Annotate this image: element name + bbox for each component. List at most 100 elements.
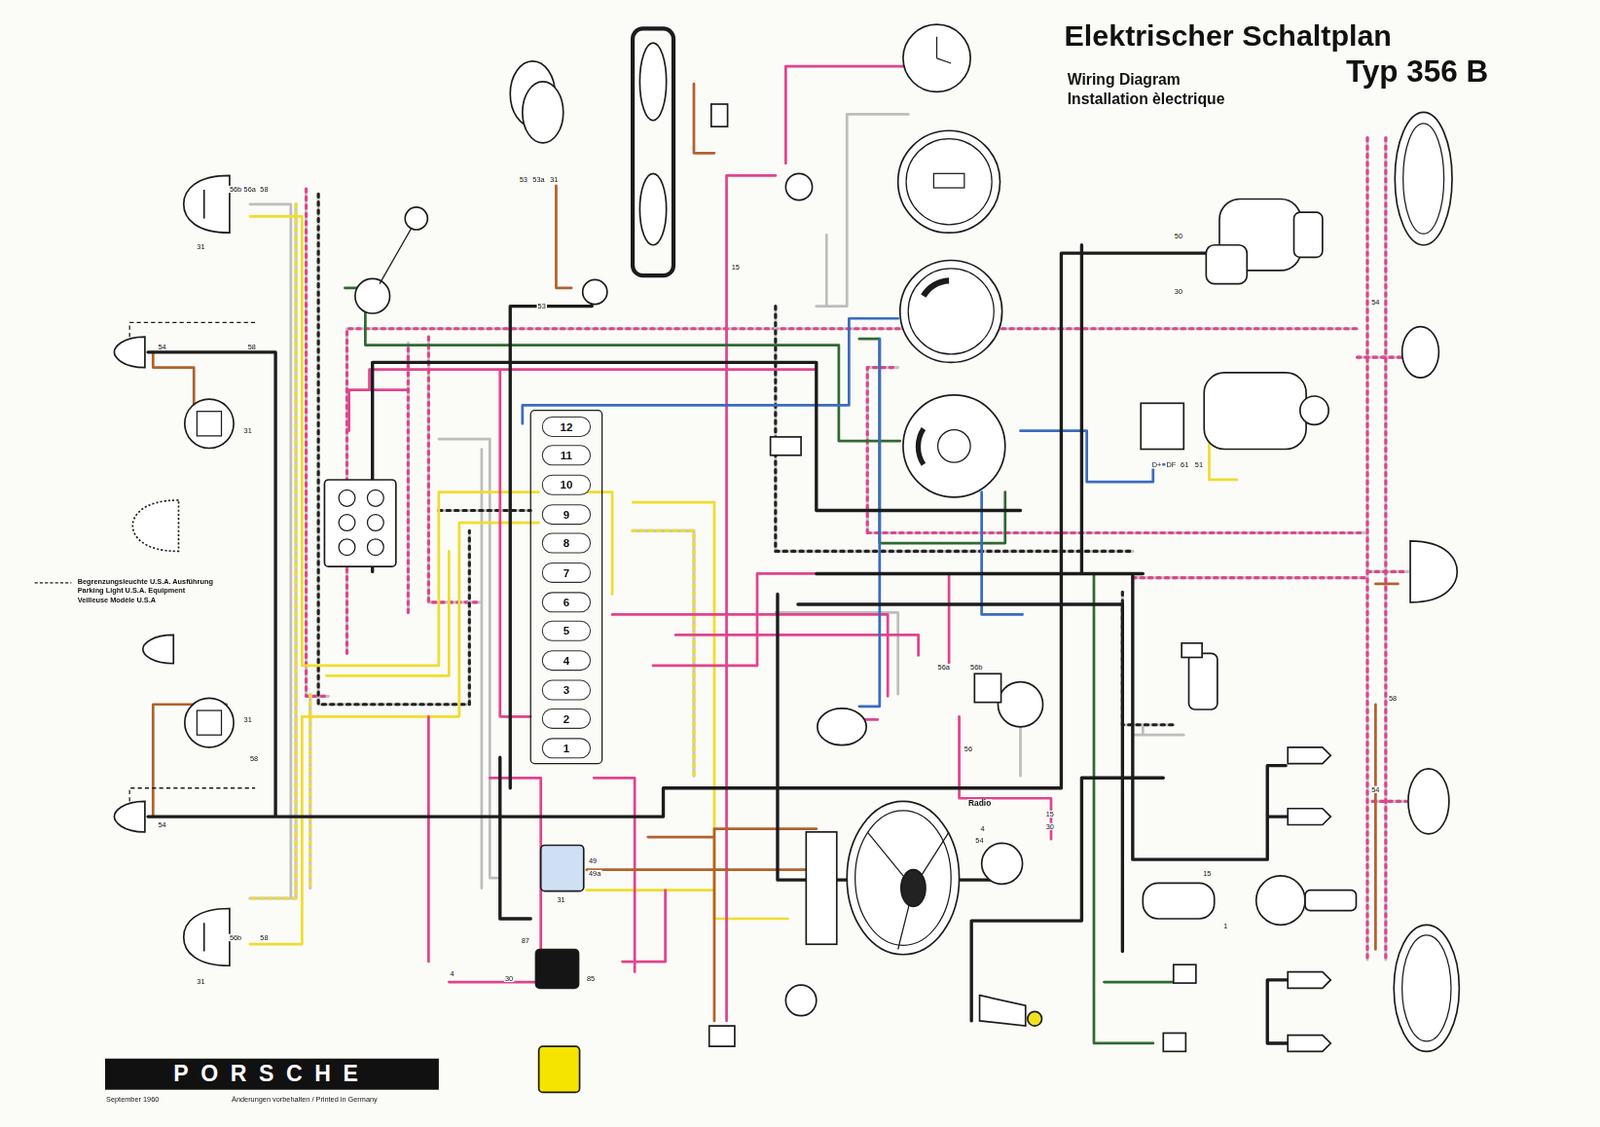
clock-hands — [937, 36, 952, 64]
parking-light — [113, 336, 145, 367]
bulb-glass — [1027, 1011, 1043, 1026]
terminal-number: 31 — [243, 715, 254, 724]
fuse-box — [530, 410, 602, 764]
tachometer-dial — [908, 268, 994, 355]
relay — [535, 948, 579, 988]
fuel-sender — [355, 278, 391, 314]
door-switch — [711, 104, 728, 127]
terminal-number: 58 — [258, 185, 269, 194]
terminal-number: 53a — [531, 175, 546, 183]
legend-text: Begrenzungsleuchte U.S.A. Ausführung — [77, 578, 214, 587]
terminal-number: 1 — [1222, 922, 1229, 931]
terminal-number: 61 — [1179, 461, 1190, 470]
combination-gauge-dial — [938, 430, 972, 464]
terminal-number: 54 — [1370, 297, 1381, 306]
regulator — [1140, 402, 1184, 449]
diagram-title: Elektrischer Schaltplan — [1063, 20, 1393, 52]
generator-pulley — [1300, 396, 1329, 425]
headlight — [183, 175, 230, 233]
terminal-number: 31 — [243, 426, 254, 435]
steering-spokes — [867, 832, 949, 950]
terminal-number: 15 — [730, 263, 741, 272]
fuse-number: 4 — [563, 654, 570, 667]
terminal-number: D+ — [1151, 461, 1164, 470]
interior-light-frame — [632, 28, 674, 276]
fuse: 7 — [542, 562, 591, 583]
terminal-number: 31 — [555, 896, 566, 905]
headlight — [183, 909, 230, 967]
terminal-number: 54 — [1370, 786, 1381, 795]
legend-text: Parking Light U.S.A. Equipment — [77, 586, 186, 596]
fuse-number: 6 — [563, 596, 570, 610]
combination-gauge — [903, 395, 1006, 498]
light-switch — [324, 479, 396, 567]
lamp — [785, 173, 812, 200]
spark-plug — [1287, 808, 1331, 826]
wiper-switch — [997, 682, 1043, 728]
stoplight-switch — [1189, 653, 1218, 710]
fuse: 10 — [542, 474, 591, 496]
terminal-number: 4 — [448, 969, 455, 978]
fuse-number: 12 — [559, 420, 573, 434]
fuse: 5 — [542, 620, 591, 642]
terminal-strip — [805, 832, 837, 945]
fuse-number: 11 — [560, 449, 573, 463]
fuse-number: 7 — [563, 566, 570, 580]
usa-dashed-wire — [129, 322, 255, 801]
odometer — [933, 173, 964, 188]
ignition-switch — [981, 842, 1023, 884]
fuse: 4 — [542, 650, 591, 671]
small-lamp — [143, 634, 174, 663]
blue-wire — [522, 318, 1174, 707]
wiper-switch — [582, 279, 608, 304]
spark-plug — [1287, 747, 1331, 764]
terminal-number: DF — [1164, 461, 1177, 470]
terminal-number: 49 — [587, 857, 598, 866]
license-lamp — [1402, 327, 1440, 378]
tachometer-redline — [923, 280, 949, 296]
brown-wire — [152, 83, 1398, 1021]
caption-text: Typ 356 B — [1345, 55, 1490, 88]
caption-text: Radio — [967, 799, 992, 808]
terminal-number: 56b — [969, 663, 983, 672]
relay — [539, 1046, 581, 1092]
striped-wire — [318, 193, 1174, 725]
distributor — [1256, 875, 1306, 925]
fuel-float-arm — [379, 226, 413, 285]
horn — [184, 697, 234, 747]
fuse: 8 — [542, 533, 591, 554]
oil-pressure-switch — [1173, 964, 1197, 983]
fog-lamp — [132, 500, 179, 551]
terminal-number: 15 — [1201, 870, 1212, 878]
terminal-number: 87 — [520, 937, 531, 946]
terminal-number: 58 — [249, 755, 259, 764]
fuse: 3 — [542, 680, 591, 701]
terminal-number: 30 — [504, 975, 514, 983]
fuse-number: 3 — [563, 684, 570, 697]
horn-grille — [196, 710, 221, 735]
starter-solenoid — [1205, 245, 1247, 285]
steering-hub — [901, 870, 926, 908]
door-switch — [709, 1025, 735, 1047]
terminal-number: 56a — [243, 185, 257, 194]
tail-light — [1394, 111, 1453, 245]
terminal-number: 58 — [247, 342, 257, 351]
steering-wheel — [846, 800, 959, 954]
terminal-number: 15 — [1045, 810, 1055, 819]
fuse: 1 — [542, 737, 591, 759]
spark-plug — [1287, 1035, 1331, 1053]
clock — [903, 24, 971, 92]
tail-light-lens — [1403, 123, 1445, 234]
green-wire — [344, 288, 1173, 1044]
terminal-number: 31 — [195, 243, 206, 252]
terminal-number: 30 — [1045, 822, 1055, 831]
striped-wire — [250, 204, 694, 899]
terminal-number: 58 — [1387, 693, 1398, 702]
terminal-number: 31 — [195, 978, 206, 986]
logo-box: PORSCHE — [105, 1058, 439, 1090]
striped-wire — [306, 138, 1409, 960]
distributor-shaft — [1305, 890, 1356, 911]
brand-logo: PORSCHE — [173, 1060, 370, 1088]
terminal-number: 54 — [156, 342, 167, 351]
